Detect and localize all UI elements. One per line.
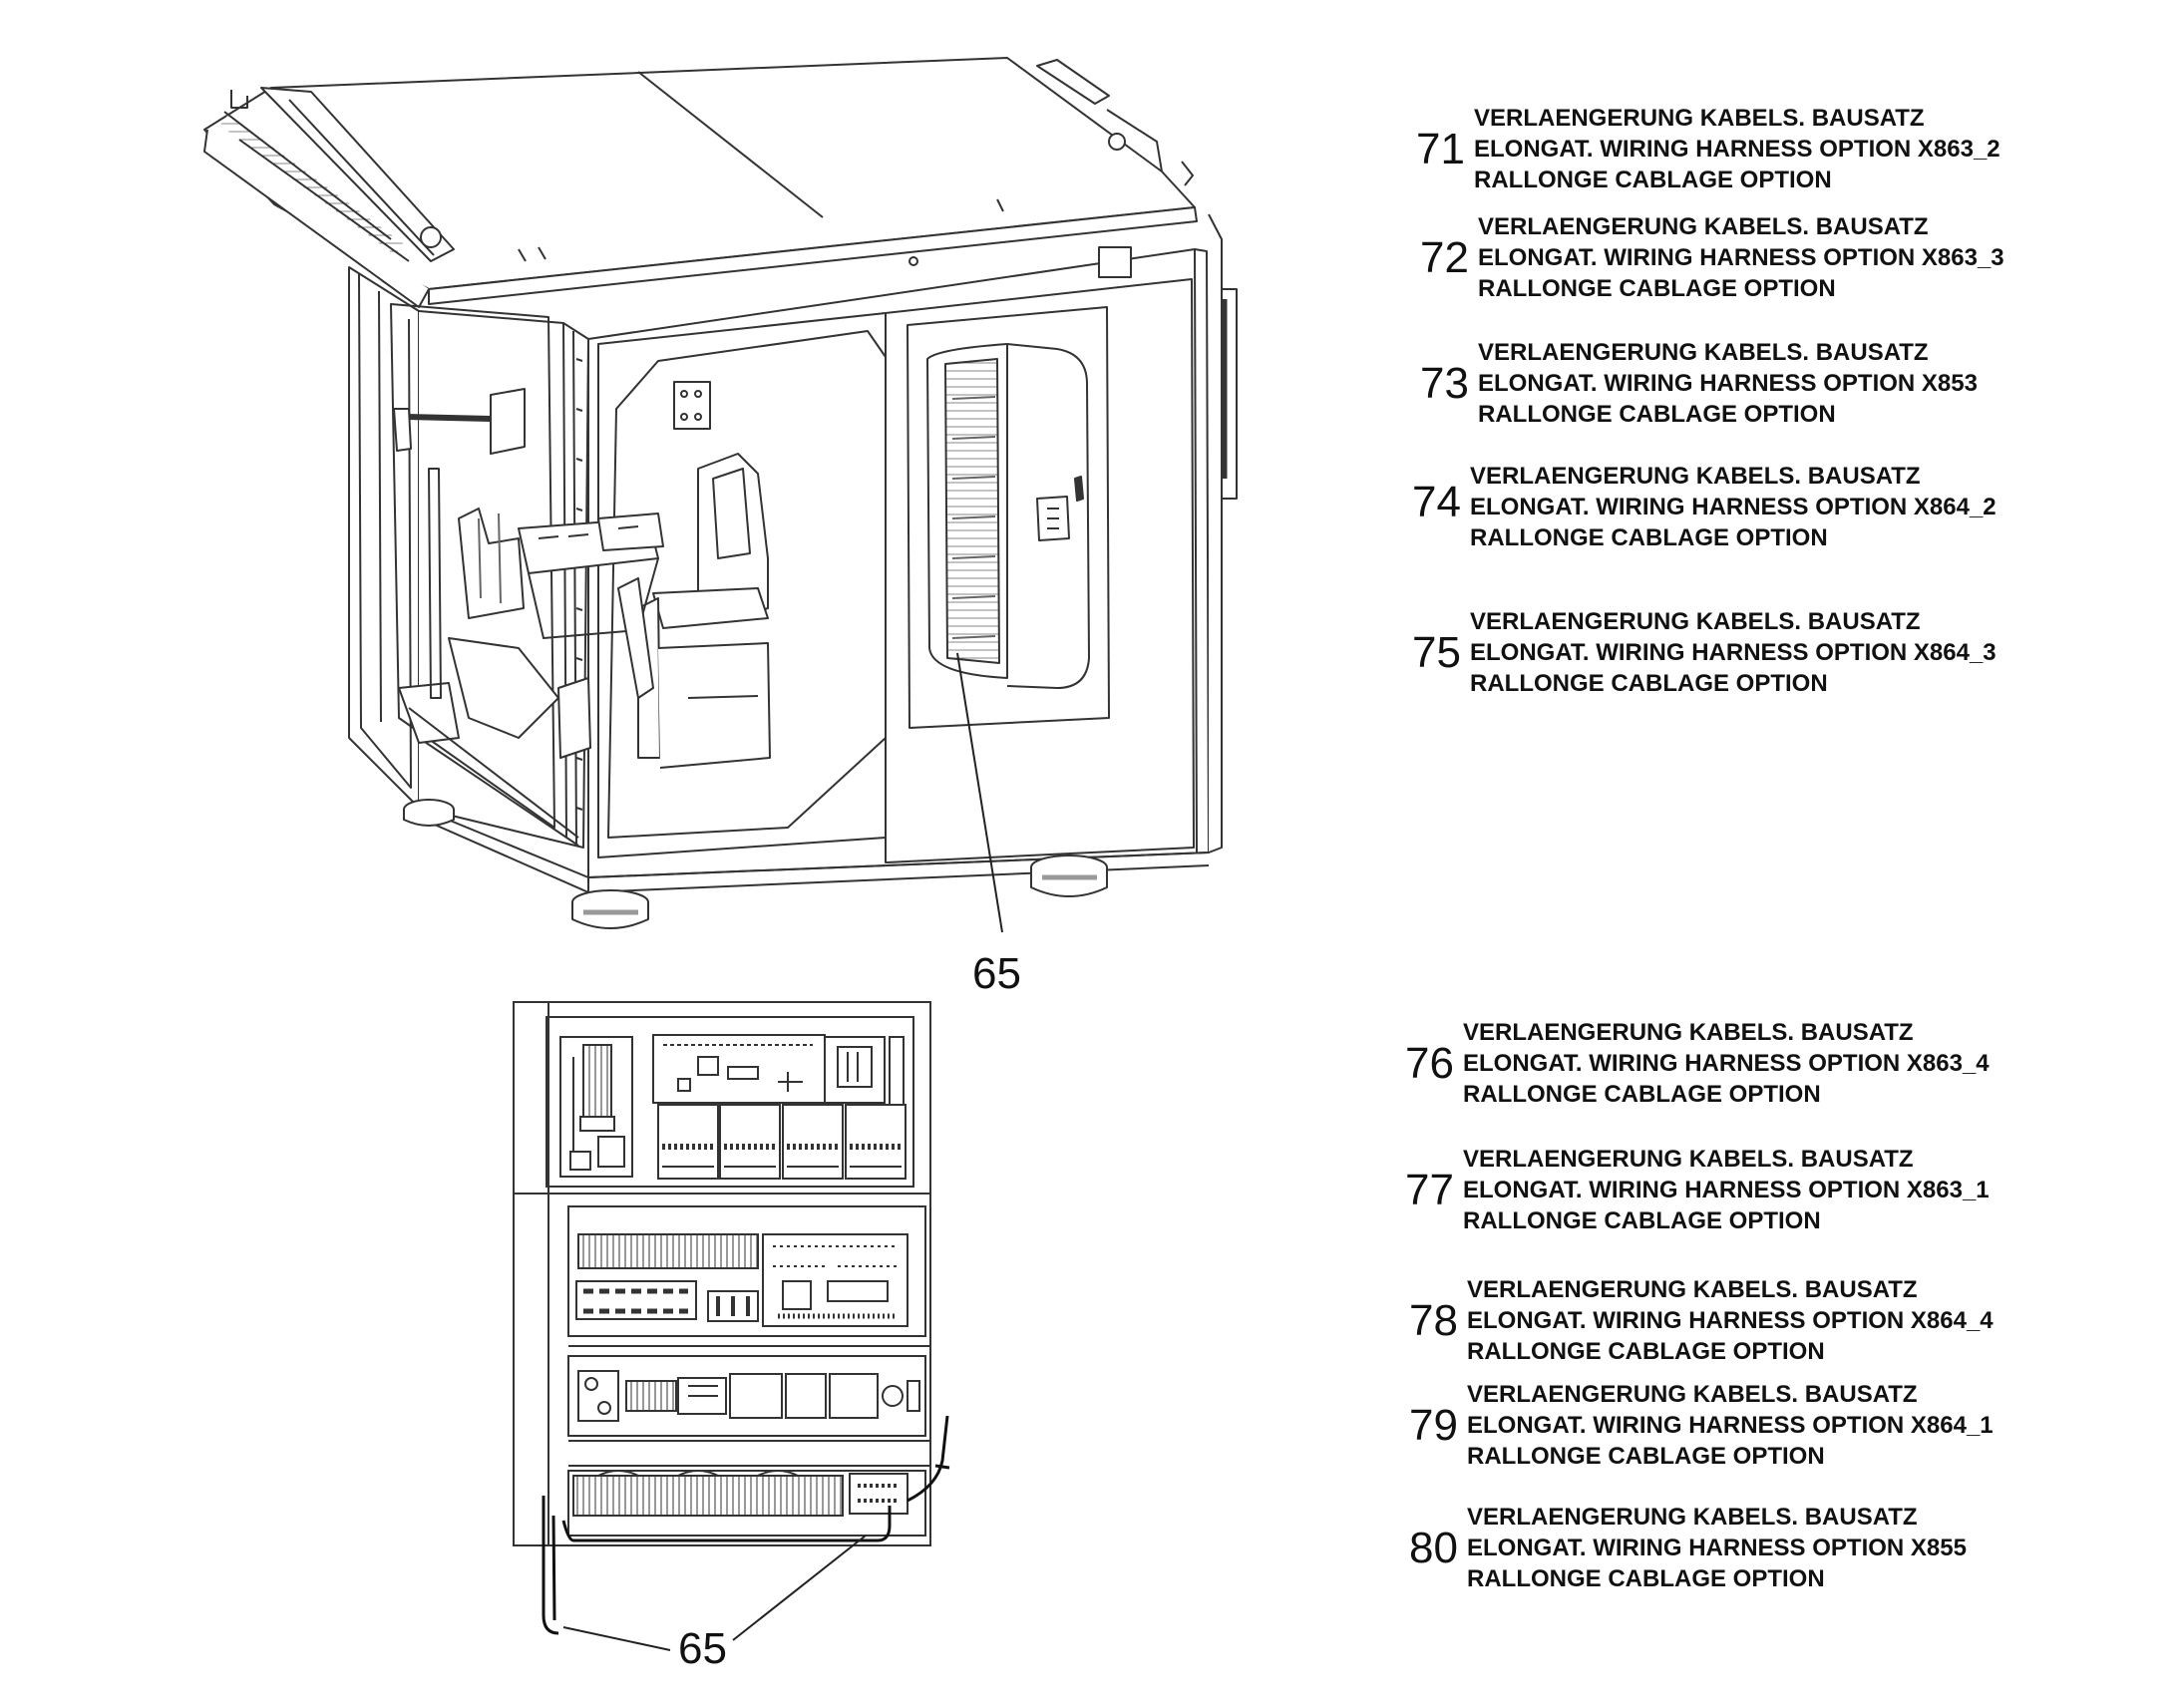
legend-line-de: VERLAENGERUNG KABELS. BAUSATZ [1467, 1276, 1918, 1303]
legend-line-fr: RALLONGE CABLAGE OPTION [1467, 1338, 1825, 1365]
legend-line-de: VERLAENGERUNG KABELS. BAUSATZ [1463, 1019, 1914, 1046]
legend-line-de: VERLAENGERUNG KABELS. BAUSATZ [1470, 463, 1921, 490]
leader-line-lower-right [732, 1535, 867, 1641]
legend-line-fr: RALLONGE CABLAGE OPTION [1478, 275, 1836, 302]
legend-number: 73 [1420, 359, 1469, 408]
legend-line-en: ELONGAT. WIRING HARNESS OPTION X855 [1467, 1535, 1967, 1561]
legend-line-en: ELONGAT. WIRING HARNESS OPTION X853 [1478, 370, 1978, 397]
leader-line-upper [956, 652, 1003, 933]
legend-line-de: VERLAENGERUNG KABELS. BAUSATZ [1474, 105, 1925, 132]
cab-front-wall [587, 213, 1238, 878]
legend-line-fr: RALLONGE CABLAGE OPTION [1478, 401, 1836, 428]
leader-line-lower-left [562, 1626, 671, 1651]
legend-line-de: VERLAENGERUNG KABELS. BAUSATZ [1470, 608, 1921, 635]
callout-upper: 65 [972, 949, 1021, 998]
legend-line-de: VERLAENGERUNG KABELS. BAUSATZ [1467, 1504, 1918, 1531]
legend-number: 76 [1405, 1039, 1454, 1088]
legend-line-en: ELONGAT. WIRING HARNESS OPTION X864_2 [1470, 494, 1997, 520]
operator-cab-view [203, 57, 1238, 933]
legend-line-de: VERLAENGERUNG KABELS. BAUSATZ [1478, 339, 1929, 366]
legend-line-fr: RALLONGE CABLAGE OPTION [1467, 1443, 1825, 1470]
legend-number: 71 [1416, 125, 1465, 173]
terminal-row [577, 1370, 920, 1422]
legend-line-fr: RALLONGE CABLAGE OPTION [1463, 1207, 1821, 1234]
legend-number: 72 [1420, 233, 1469, 282]
wiring-harness [542, 1415, 950, 1635]
callout-lower: 65 [678, 1624, 727, 1673]
legend-line-fr: RALLONGE CABLAGE OPTION [1463, 1081, 1821, 1108]
legend-line-en: ELONGAT. WIRING HARNESS OPTION X864_4 [1467, 1307, 1994, 1334]
legend-number: 80 [1409, 1524, 1458, 1572]
legend-line-en: ELONGAT. WIRING HARNESS OPTION X863_3 [1478, 244, 2004, 271]
legend-number: 78 [1409, 1296, 1458, 1345]
power-supply-module [559, 1036, 633, 1178]
electrical-cabinet-view [513, 1001, 950, 1651]
cable-tray [572, 1470, 908, 1517]
legend-number: 74 [1412, 478, 1461, 526]
control-console [398, 468, 664, 839]
door-window-cabinet [926, 343, 1090, 689]
legend-line-fr: RALLONGE CABLAGE OPTION [1470, 670, 1828, 697]
legend-line-en: ELONGAT. WIRING HARNESS OPTION X864_3 [1470, 639, 1997, 666]
legend-line-en: ELONGAT. WIRING HARNESS OPTION X863_2 [1474, 136, 2000, 163]
legend-line-de: VERLAENGERUNG KABELS. BAUSATZ [1478, 213, 1929, 240]
legend-line-de: VERLAENGERUNG KABELS. BAUSATZ [1463, 1146, 1914, 1173]
legend-number: 77 [1405, 1166, 1454, 1214]
cab-base [403, 799, 1210, 929]
relay-bank [575, 1233, 908, 1327]
controller-board [652, 1034, 905, 1158]
legend-line-fr: RALLONGE CABLAGE OPTION [1467, 1565, 1825, 1592]
legend-number: 79 [1409, 1401, 1458, 1450]
legend-line-de: VERLAENGERUNG KABELS. BAUSATZ [1467, 1381, 1918, 1408]
legend-line-en: ELONGAT. WIRING HARNESS OPTION X863_4 [1463, 1050, 1990, 1077]
operator-seat [637, 381, 771, 769]
cab-roof [203, 57, 1198, 308]
relay-module-row [657, 1104, 907, 1180]
legend-line-fr: RALLONGE CABLAGE OPTION [1474, 167, 1832, 193]
legend-number: 75 [1412, 628, 1461, 677]
legend-line-en: ELONGAT. WIRING HARNESS OPTION X864_1 [1467, 1412, 1994, 1439]
legend-line-en: ELONGAT. WIRING HARNESS OPTION X863_1 [1463, 1177, 1990, 1203]
legend-line-fr: RALLONGE CABLAGE OPTION [1470, 524, 1828, 551]
